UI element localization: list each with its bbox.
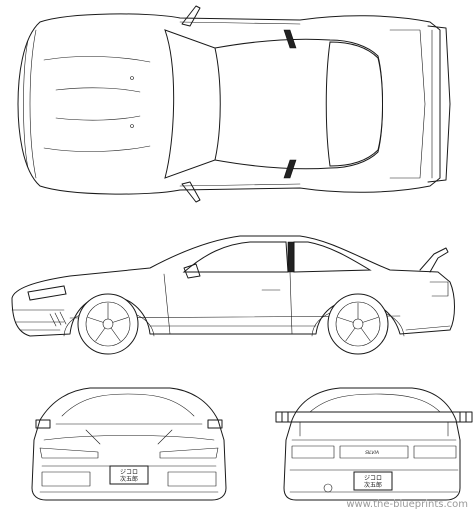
top-view-right-mirror: [181, 181, 201, 203]
top-view-body-outline: [17, 13, 441, 195]
rear-view-spoiler: [281, 411, 467, 423]
side-view-rear-window: [293, 241, 372, 273]
watermark: www.the-blueprints.com: [346, 499, 468, 510]
front-plate-line1: ジコロ: [120, 469, 138, 476]
rear-plate-line1: ジコロ: [364, 475, 382, 482]
front-view: ジコロ 次五郎: [31, 387, 227, 501]
side-view-headlight: [27, 285, 67, 301]
top-view-windshield: [164, 29, 221, 179]
top-view-rear-spoiler: [427, 25, 451, 183]
side-view-rear-wheel: [327, 293, 389, 355]
side-view-front-wheel: [77, 293, 139, 355]
top-view: [17, 5, 451, 203]
side-view-rear-spoiler: [419, 247, 449, 273]
rear-view-body-outline: [283, 387, 461, 501]
side-view-front-window: [182, 241, 289, 273]
front-license-plate: [109, 465, 149, 485]
rear-badge: SILVIA: [365, 450, 379, 456]
front-view-body-outline: [31, 387, 227, 501]
side-view: [11, 235, 455, 355]
front-plate-line2: 次五郎: [120, 475, 138, 483]
front-view-left-mirror: [35, 419, 51, 429]
side-view-mirror: [183, 263, 201, 279]
rear-license-plate: [353, 471, 393, 491]
rear-view: SILVIA ジコロ 次五郎: [275, 387, 473, 501]
rear-view-right-mirror: [459, 411, 473, 423]
front-view-right-mirror: [207, 419, 223, 429]
rear-exhaust: [323, 483, 333, 493]
rear-plate-line2: 次五郎: [364, 481, 382, 489]
top-view-left-mirror: [181, 5, 201, 27]
top-view-rear-window: [325, 41, 383, 167]
rear-view-left-mirror: [275, 411, 289, 423]
